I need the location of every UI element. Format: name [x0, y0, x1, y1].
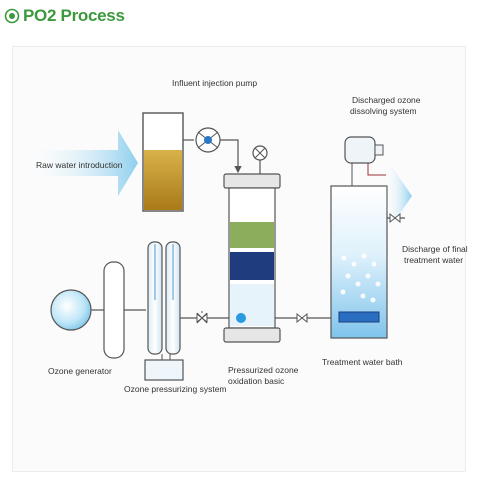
transfer-valve-icon	[296, 312, 308, 324]
feed-valve-icon	[196, 312, 208, 324]
label-discharge-final-2: treatment water	[404, 255, 463, 265]
discharge-valve-icon	[389, 212, 401, 224]
title-block: PO2 Process	[4, 6, 125, 26]
pressure-gauge-icon	[252, 145, 268, 174]
label-ozone-generator: Ozone generator	[48, 366, 112, 376]
label-pressurized-2: oxidation basic	[228, 376, 285, 386]
raw-water-tank	[142, 112, 184, 212]
label-raw-water: Raw water introduction	[36, 160, 123, 170]
label-pressurized-1: Pressurized ozone	[228, 365, 299, 375]
label-discharged-ozone-1: Discharged ozone	[352, 95, 421, 105]
label-influent-pump: Influent injection pump	[172, 78, 257, 88]
ozone-generator	[50, 289, 104, 331]
page-title: PO2 Process	[23, 6, 125, 25]
oxidation-vessel	[223, 173, 281, 343]
influent-pump-icon	[183, 127, 242, 174]
label-discharge-final-1: Discharge of final	[402, 244, 468, 254]
circle-bullet-icon	[4, 8, 20, 24]
label-ozone-pressurizing: Ozone pressurizing system	[124, 384, 227, 394]
raw-water-arrow	[22, 130, 138, 196]
gas-capsule	[103, 261, 146, 359]
label-discharged-ozone-2: dissolving system	[350, 106, 417, 116]
treatment-bath	[330, 185, 388, 339]
ozone-dissolver	[344, 136, 386, 186]
label-treatment-bath: Treatment water bath	[322, 357, 403, 367]
ozone-pressurizing-unit	[144, 241, 184, 381]
